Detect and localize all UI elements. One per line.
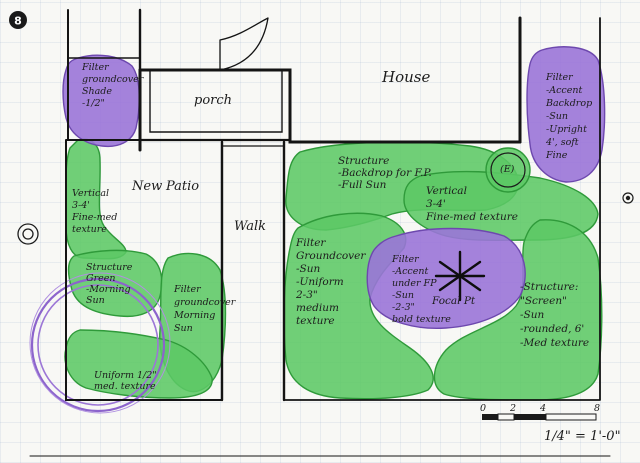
north-marker-icon	[622, 192, 634, 204]
scale-tick-4: 4	[539, 403, 546, 414]
filter-groundcover-right-label-line: Filter	[295, 237, 326, 249]
vertical-right-label-line: 3-4'	[426, 198, 446, 210]
uniform-label-line: Uniform 1/2"	[94, 370, 157, 381]
filter-focal-label-line: Filter	[391, 254, 420, 265]
door-swing	[219, 17, 269, 71]
structure-screen-label-line: -rounded, 6'	[520, 323, 584, 335]
sheet-number-badge: 8	[9, 11, 27, 29]
structure-backdrop-label-line: -Full Sun	[338, 179, 387, 191]
bed-filter-focal	[366, 227, 526, 330]
labels: House porch New Patio Walk (E) Focal Pt	[131, 68, 515, 307]
architecture	[29, 8, 611, 457]
structure-screen-label-line: -Med texture	[520, 337, 589, 349]
structure-backdrop-label-line: Structure	[338, 155, 389, 167]
existing-tree	[485, 147, 531, 193]
bed-filter-shade	[62, 54, 140, 148]
vertical-right-label-line: Fine-med texture	[425, 211, 518, 223]
scale-label: 1/4" = 1'-0"	[544, 429, 621, 444]
vertical-left-label-line: Fine-med	[71, 212, 117, 223]
focal-point-icon	[434, 250, 486, 302]
structure-backdrop-label: Structure-Backdrop for F.P.-Full Sun	[338, 155, 432, 191]
walk-outline	[220, 140, 286, 402]
accent-beds	[62, 46, 606, 330]
structure-screen-label: -Structure: "Screen" -Sun -rounded, 6' -Med …	[520, 281, 589, 349]
house-label: House	[381, 68, 430, 86]
structure-green-label-line: Green	[86, 273, 116, 284]
scale-tick-0: 0	[480, 403, 486, 414]
structure-screen-label-line: -Structure:	[520, 281, 578, 293]
scale-tick-2: 2	[509, 403, 516, 414]
filter-groundcover-right-label-line: 2-3"	[295, 289, 318, 301]
vertical-left-label-line: Vertical	[72, 188, 109, 199]
sheet-number: 8	[14, 15, 22, 28]
scale-bar: 0 2 4 8 1/4" = 1'-0"	[480, 403, 621, 444]
vertical-left-label-line: texture	[72, 224, 107, 235]
filter-accent-label-line: -Upright	[546, 124, 587, 135]
filter-shade-label-line: -1/2"	[82, 98, 105, 109]
filter-accent-label-line: -Accent	[546, 85, 582, 96]
filter-shade-label-line: Filter	[81, 62, 110, 73]
structure-green-label-line: -Morning	[86, 284, 131, 295]
filter-focal-label-line: under FP	[392, 278, 437, 289]
walk-label: Walk	[234, 219, 266, 234]
filter-accent-label-line: Fine	[545, 150, 568, 161]
filter-groundcover-left-label-line: Morning	[173, 310, 215, 321]
structure-green-label-line: Structure	[86, 262, 133, 273]
uniform-label: Uniform 1/2"med. texture	[94, 370, 157, 392]
vertical-right-label-line: Vertical	[426, 185, 467, 197]
bed-filter-accent-backdrop	[526, 46, 606, 183]
house-wall	[138, 68, 522, 144]
filter-focal-label-line: -Accent	[392, 266, 428, 277]
existing-tree-label: (E)	[500, 164, 515, 175]
tree-canopy-circle	[30, 277, 166, 413]
filter-groundcover-right-label-line: -Sun	[296, 263, 321, 275]
planting-beds	[64, 138, 603, 401]
filter-groundcover-left-label-line: groundcover	[174, 297, 237, 308]
filter-focal-label-line: -2-3"	[392, 302, 415, 313]
structure-green-label-line: Sun	[86, 295, 105, 306]
focal-label: Focal Pt	[431, 295, 476, 307]
filter-groundcover-right-label-line: Groundcover	[296, 250, 366, 262]
filter-focal-label-line: -Sun	[392, 290, 414, 301]
patio-label-2: Patio	[165, 179, 199, 194]
filter-groundcover-right-label-line: texture	[296, 315, 335, 327]
filter-accent-label-line: Filter	[545, 72, 574, 83]
filter-accent-label-line: 4', soft	[545, 137, 579, 148]
structure-backdrop-label-line: -Backdrop for F.P.	[338, 167, 432, 179]
filter-groundcover-left-label-line: Sun	[174, 323, 193, 334]
structure-screen-label-line: "Screen"	[520, 295, 567, 307]
filter-accent-label-line: -Sun	[546, 111, 568, 122]
filter-shade-label-line: Shade	[82, 86, 112, 97]
filter-accent-label-line: Backdrop	[545, 98, 592, 109]
filter-groundcover-right-label-line: medium	[296, 302, 339, 314]
patio-label-1: New	[131, 179, 162, 194]
yard-boundary	[283, 17, 601, 401]
filter-groundcover-right-label-line: -Uniform	[296, 276, 344, 288]
filter-focal-label-line: bold texture	[392, 314, 451, 325]
scale-tick-8: 8	[594, 403, 600, 414]
filter-shade-label-line: groundcover	[82, 74, 145, 85]
filter-groundcover-left-label-line: Filter	[173, 284, 202, 295]
structure-screen-label-line: -Sun	[520, 309, 545, 321]
vertical-left-label-line: 3-4'	[72, 200, 90, 211]
uniform-label-line: med. texture	[94, 381, 156, 392]
porch-label: porch	[194, 93, 232, 108]
patio-border	[65, 139, 223, 401]
existing-shrub-icon	[17, 223, 39, 245]
